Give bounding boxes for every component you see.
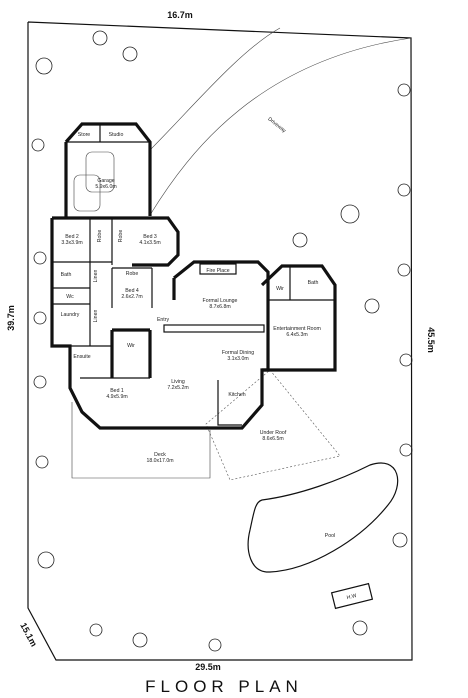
driveway-curve-outer	[149, 37, 412, 216]
label-bed3: Bed 3	[143, 234, 157, 240]
bedroom-wing-walls	[52, 216, 180, 267]
label-shed: H.W	[346, 593, 357, 601]
label-entertainment-size: 6.4x5.3m	[286, 332, 307, 338]
kitchen-bench	[163, 324, 265, 333]
label-dining: Formal Dining	[222, 350, 254, 356]
tree-icon	[92, 30, 108, 46]
label-dining-size: 3.1x3.0m	[227, 356, 248, 362]
tree-icon	[364, 298, 380, 314]
tree-icon	[399, 353, 413, 367]
label-bath-2: Bath	[308, 280, 319, 286]
tree-icon	[397, 83, 411, 97]
label-living-size: 7.2x5.2m	[167, 385, 188, 391]
label-living: Living	[171, 379, 185, 385]
label-bath: Bath	[61, 272, 72, 278]
dimension-top: 16.7m	[167, 10, 193, 20]
label-linen-1: Linen	[93, 270, 99, 283]
tree-icon	[31, 138, 45, 152]
page-title: FLOOR PLAN	[145, 677, 303, 696]
label-pool: Pool	[325, 533, 335, 539]
label-under-roof-size: 8.6x6.5m	[262, 436, 283, 442]
tree-icon	[122, 46, 138, 62]
label-deck: Deck	[154, 452, 166, 458]
tree-icon	[89, 623, 103, 637]
hw-shed	[330, 582, 374, 610]
tree-icon	[37, 551, 55, 569]
car-2	[73, 174, 101, 212]
deck-outline	[71, 402, 211, 479]
dimension-bottom: 29.5m	[195, 662, 221, 672]
tree-icon	[340, 204, 360, 224]
label-ensuite: Ensuite	[73, 354, 90, 360]
tree-icon	[208, 638, 222, 652]
tree-icon	[352, 620, 368, 636]
label-bed2-size: 3.3x3.9m	[61, 240, 82, 246]
label-fireplace: Fire Place	[206, 268, 229, 274]
tree-icon	[33, 311, 47, 325]
label-bed1: Bed 1	[110, 388, 124, 394]
label-studio: Studio	[109, 132, 124, 138]
studio-walls	[64, 122, 152, 216]
label-deck-size: 18.0x17.0m	[146, 458, 173, 464]
label-driveway: Driveway	[266, 116, 287, 134]
dimension-corner: 15.1m	[18, 621, 39, 648]
label-entry: Entry	[157, 317, 170, 323]
label-bed4-size: 2.6x2.7m	[121, 294, 142, 300]
label-under-roof: Under Roof	[260, 430, 287, 436]
label-garage-size: 5.9x6.0m	[95, 184, 116, 190]
kitchen-walls	[217, 380, 242, 426]
label-wir-1: Wir	[127, 343, 135, 349]
label-lounge: Formal Lounge	[203, 298, 238, 304]
label-robe-3: Robe	[126, 271, 139, 277]
tree-icon	[397, 183, 411, 197]
label-garage: Garage	[97, 178, 114, 184]
label-bed2: Bed 2	[65, 234, 79, 240]
label-wc: Wc	[66, 294, 74, 300]
label-laundry: Laundry	[61, 312, 80, 318]
label-bed3-size: 4.1x3.5m	[139, 240, 160, 246]
site-boundary	[27, 21, 413, 661]
tree-icon	[399, 443, 413, 457]
label-bed4: Bed 4	[125, 288, 139, 294]
label-kitchen: Kitchen	[228, 392, 245, 398]
label-wir-2: Wir	[276, 286, 284, 292]
dimension-right: 45.5m	[426, 327, 436, 353]
label-linen-2: Linen	[93, 310, 99, 323]
label-entertainment: Entertainment Room	[273, 326, 321, 332]
tree-icon	[33, 375, 47, 389]
driveway-curve-inner	[149, 27, 281, 151]
label-robe-1: Robe	[97, 230, 103, 243]
dimension-left: 39.7m	[6, 305, 16, 331]
tree-icon	[397, 263, 411, 277]
fireplace-box	[199, 263, 237, 275]
label-lounge-size: 8.7x6.8m	[209, 304, 230, 310]
tree-icon	[35, 455, 49, 469]
pool-shape	[247, 462, 399, 573]
west-wing-wall	[50, 218, 62, 348]
tree-icon	[33, 251, 47, 265]
label-bed1-size: 4.9x5.9m	[106, 394, 127, 400]
tree-icons	[31, 30, 413, 652]
under-roof-outline	[205, 369, 341, 481]
tree-icon	[35, 57, 53, 75]
tree-icon	[292, 232, 308, 248]
entertainment-walls	[260, 264, 337, 372]
label-store: Store	[78, 132, 91, 138]
tree-icon	[392, 532, 408, 548]
label-robe-2: Robe	[118, 230, 124, 243]
tree-icon	[132, 632, 148, 648]
